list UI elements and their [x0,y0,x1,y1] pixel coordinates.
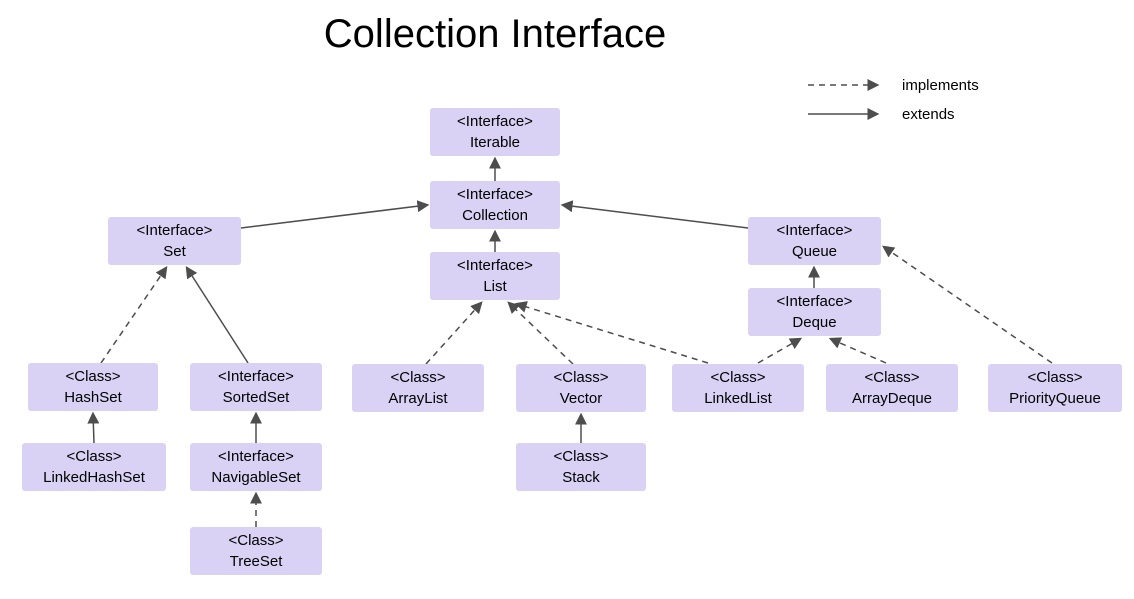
node-stereotype: <Interface> [457,186,533,203]
node-label: ArrayDeque [851,390,933,407]
node-stereotype: <Class> [1027,369,1083,386]
node-label: SortedSet [222,389,290,406]
edge-sortedset-set [185,265,249,364]
node-label: List [483,278,507,295]
edge-set-collection [240,200,430,229]
edge-arraydeque-deque [828,337,887,364]
node-collection: <Interface> Collection [430,181,560,229]
node-stereotype: <Interface> [776,222,853,239]
node-label: Iterable [469,134,521,151]
node-linkedhashset: <Class> LinkedHashSet [22,443,166,491]
node-stereotype: <Interface> [218,368,294,385]
node-stereotype: <Class> [553,369,609,386]
dashed-arrow-icon [808,79,880,91]
legend-item-extends: extends [806,103,979,125]
node-label: PriorityQueue [1009,390,1101,407]
node-set: <Interface> Set [108,217,241,265]
node-label: Set [163,243,186,260]
node-label: Stack [562,469,600,486]
legend-label-implements: implements [902,76,979,94]
node-stereotype: <Class> [864,369,920,386]
edge-linkedhashset-hashset [87,411,100,444]
node-vector: <Class> Vector [516,364,646,412]
node-stereotype: <Class> [228,532,284,549]
node-arraydeque: <Class> ArrayDeque [826,364,958,412]
node-deque: <Interface> Deque [748,288,881,336]
edge-linkedlist-deque [757,337,803,364]
legend-item-implements: implements [806,74,979,96]
edge-priorityqueue-queue [882,245,1053,364]
node-sortedset: <Interface> SortedSet [190,363,322,411]
edge-vector-list [507,301,574,365]
edge-hashset-set [100,266,168,364]
node-linkedlist: <Class> LinkedList [672,364,804,412]
node-navigableset: <Interface> NavigableSet [190,443,322,491]
node-arraylist: <Class> ArrayList [352,364,484,412]
node-label: HashSet [64,389,122,406]
node-stereotype: <Class> [710,369,766,386]
diagram-title: Collection Interface [323,12,667,56]
node-stereotype: <Interface> [457,113,533,130]
legend: implements extends [806,74,979,125]
node-queue: <Interface> Queue [748,217,881,265]
edge-linkedlist-list [514,301,709,364]
legend-label-extends: extends [902,105,955,123]
node-label: LinkedHashSet [43,469,145,486]
node-stack: <Class> Stack [516,443,646,491]
node-stereotype: <Class> [553,448,609,465]
node-stereotype: <Class> [65,368,121,385]
node-stereotype: <Interface> [218,448,294,465]
edge-arraylist-list [425,301,483,365]
node-stereotype: <Class> [66,448,122,465]
node-label: TreeSet [229,553,283,570]
node-label: Collection [462,207,528,224]
node-label: Deque [792,314,837,331]
node-list: <Interface> List [430,252,560,300]
node-label: ArrayList [388,390,448,407]
node-hashset: <Class> HashSet [28,363,158,411]
node-iterable: <Interface> Iterable [430,108,560,156]
node-stereotype: <Interface> [457,257,533,274]
node-treeset: <Class> TreeSet [190,527,322,575]
solid-arrow-icon [808,108,880,120]
node-label: Queue [791,243,838,260]
edge-queue-collection [560,200,749,229]
node-stereotype: <Class> [390,369,446,386]
node-stereotype: <Interface> [776,293,853,310]
node-stereotype: <Interface> [136,222,213,239]
node-label: NavigableSet [211,469,301,486]
node-label: Vector [559,390,603,407]
node-priorityqueue: <Class> PriorityQueue [988,364,1122,412]
node-label: LinkedList [704,390,772,407]
